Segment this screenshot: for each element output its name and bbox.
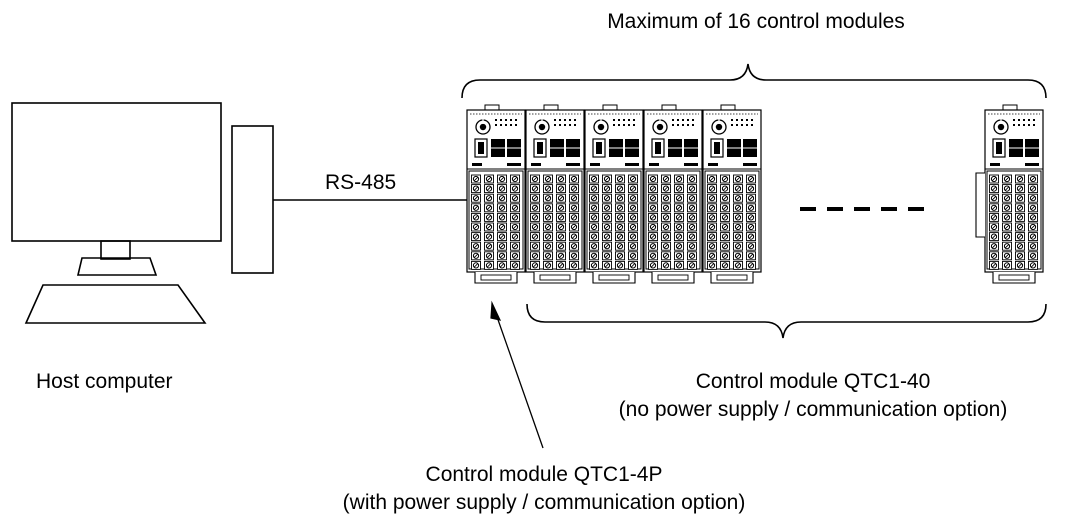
qtc1-40-label: Control module QTC1-40 — [695, 370, 931, 393]
top-brace — [461, 63, 1047, 99]
ellipsis-dash — [908, 207, 924, 211]
control-module-qtc1-40 — [584, 104, 644, 284]
ellipsis-dash — [827, 207, 843, 211]
qtc1-4p-arrow — [490, 300, 544, 449]
control-module-qtc1-40-last — [975, 104, 1044, 284]
ellipsis-dash — [800, 207, 816, 211]
host-computer-label: Host computer — [36, 370, 173, 393]
max-modules-label: Maximum of 16 control modules — [607, 10, 905, 33]
host-computer-icon — [11, 102, 274, 324]
ellipsis-dash — [854, 207, 870, 211]
qtc1-4p-label: Control module QTC1-4P — [425, 463, 663, 486]
control-module-qtc1-40 — [643, 104, 703, 284]
control-module-qtc1-4p — [466, 104, 526, 284]
control-module-qtc1-40 — [702, 104, 762, 284]
control-module-qtc1-40 — [525, 104, 585, 284]
bottom-brace — [526, 303, 1047, 339]
qtc1-4p-note: (with power supply / communication optio… — [342, 491, 746, 514]
qtc1-40-note: (no power supply / communication option) — [618, 398, 1008, 421]
ellipsis-dash — [881, 207, 897, 211]
control-modules-group — [466, 104, 1044, 284]
rs485-label: RS-485 — [325, 171, 397, 194]
